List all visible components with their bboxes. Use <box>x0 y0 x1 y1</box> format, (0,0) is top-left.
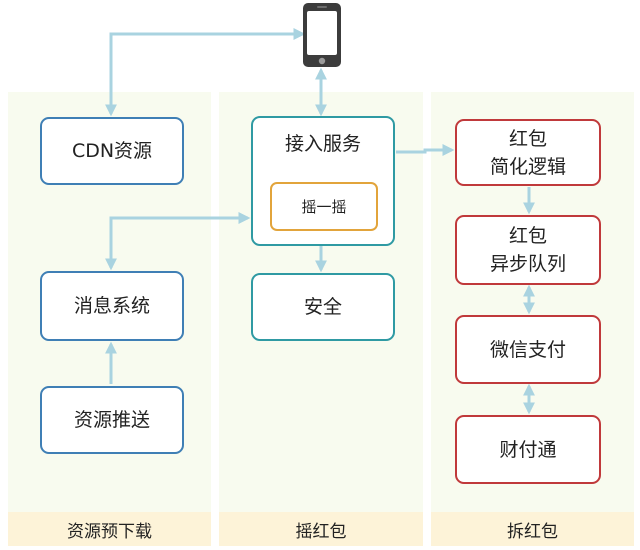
arrow-access-hbsimplified <box>396 144 455 156</box>
hongbao-async-queue-node: 红包 异步队列 <box>455 215 601 285</box>
resource-push-node: 资源推送 <box>40 386 184 454</box>
security-node: 安全 <box>251 273 395 341</box>
column-footer-open-hongbao: 拆红包 <box>431 512 634 546</box>
wechat-pay-node: 微信支付 <box>455 315 601 384</box>
shake-label: 摇一摇 <box>301 197 347 216</box>
smartphone-icon <box>303 3 341 67</box>
message-system-label: 消息系统 <box>73 295 150 317</box>
shake-node: 摇一摇 <box>270 182 378 231</box>
hongbao-simplified-logic-label: 红包 简化逻辑 <box>489 127 566 178</box>
wechat-pay-label: 微信支付 <box>489 338 566 361</box>
message-system-node: 消息系统 <box>40 271 184 341</box>
tenpay-label: 财付通 <box>499 438 557 461</box>
access-service-label: 接入服务 <box>284 133 361 155</box>
resource-push-label: 资源推送 <box>73 409 150 431</box>
arrow-message-access <box>105 212 251 271</box>
cdn-resource-label: CDN资源 <box>71 140 153 162</box>
security-label: 安全 <box>303 296 342 318</box>
arrow-phone-cdn <box>105 28 306 117</box>
hongbao-simplified-logic-node: 红包 简化逻辑 <box>455 119 601 186</box>
column-footer-resource-preload: 资源预下载 <box>8 512 211 546</box>
tenpay-node: 财付通 <box>455 415 601 484</box>
hongbao-async-queue-label: 红包 异步队列 <box>489 225 566 275</box>
cdn-resource-node: CDN资源 <box>40 117 184 185</box>
column-footer-shake-hongbao: 摇红包 <box>219 512 423 546</box>
